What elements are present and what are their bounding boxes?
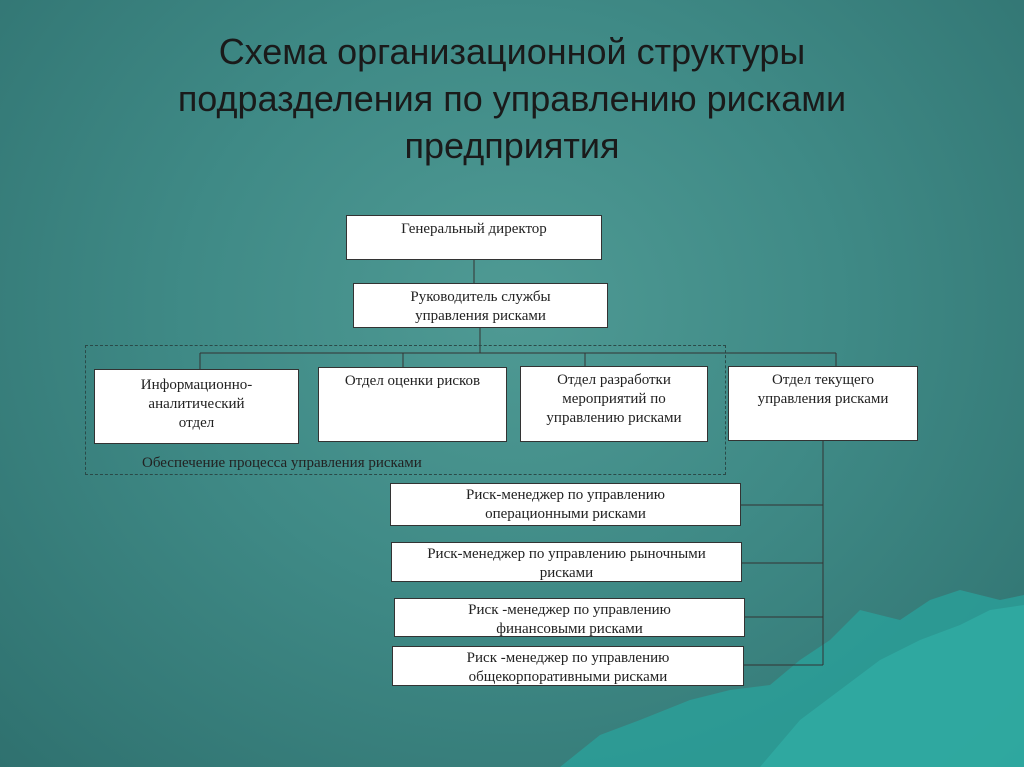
risk-manager-financial-box: Риск -менеджер по управлению финансовыми… bbox=[394, 598, 745, 637]
general-director-box: Генеральный директор bbox=[346, 215, 602, 260]
group-label: Обеспечение процесса управления рисками bbox=[142, 455, 422, 471]
current-management-dept-box: Отдел текущего управления рисками bbox=[728, 366, 918, 441]
risk-service-head-box: Руководитель службы управления рисками bbox=[353, 283, 608, 328]
slide-title: Схема организационной структуры подразде… bbox=[177, 31, 847, 166]
risk-manager-operational-box: Риск-менеджер по управлению операционным… bbox=[390, 483, 741, 526]
measures-dev-dept-box: Отдел разработки мероприятий по управлен… bbox=[520, 366, 708, 442]
risk-manager-market-box: Риск-менеджер по управлению рыночными ри… bbox=[391, 542, 742, 582]
info-analytics-dept-box: Информационно- аналитический отдел bbox=[94, 369, 299, 444]
risk-manager-corporate-box: Риск -менеджер по управлению общекорпора… bbox=[392, 646, 744, 686]
support-process-group bbox=[85, 345, 726, 475]
risk-assessment-dept-box: Отдел оценки рисков bbox=[318, 367, 507, 442]
